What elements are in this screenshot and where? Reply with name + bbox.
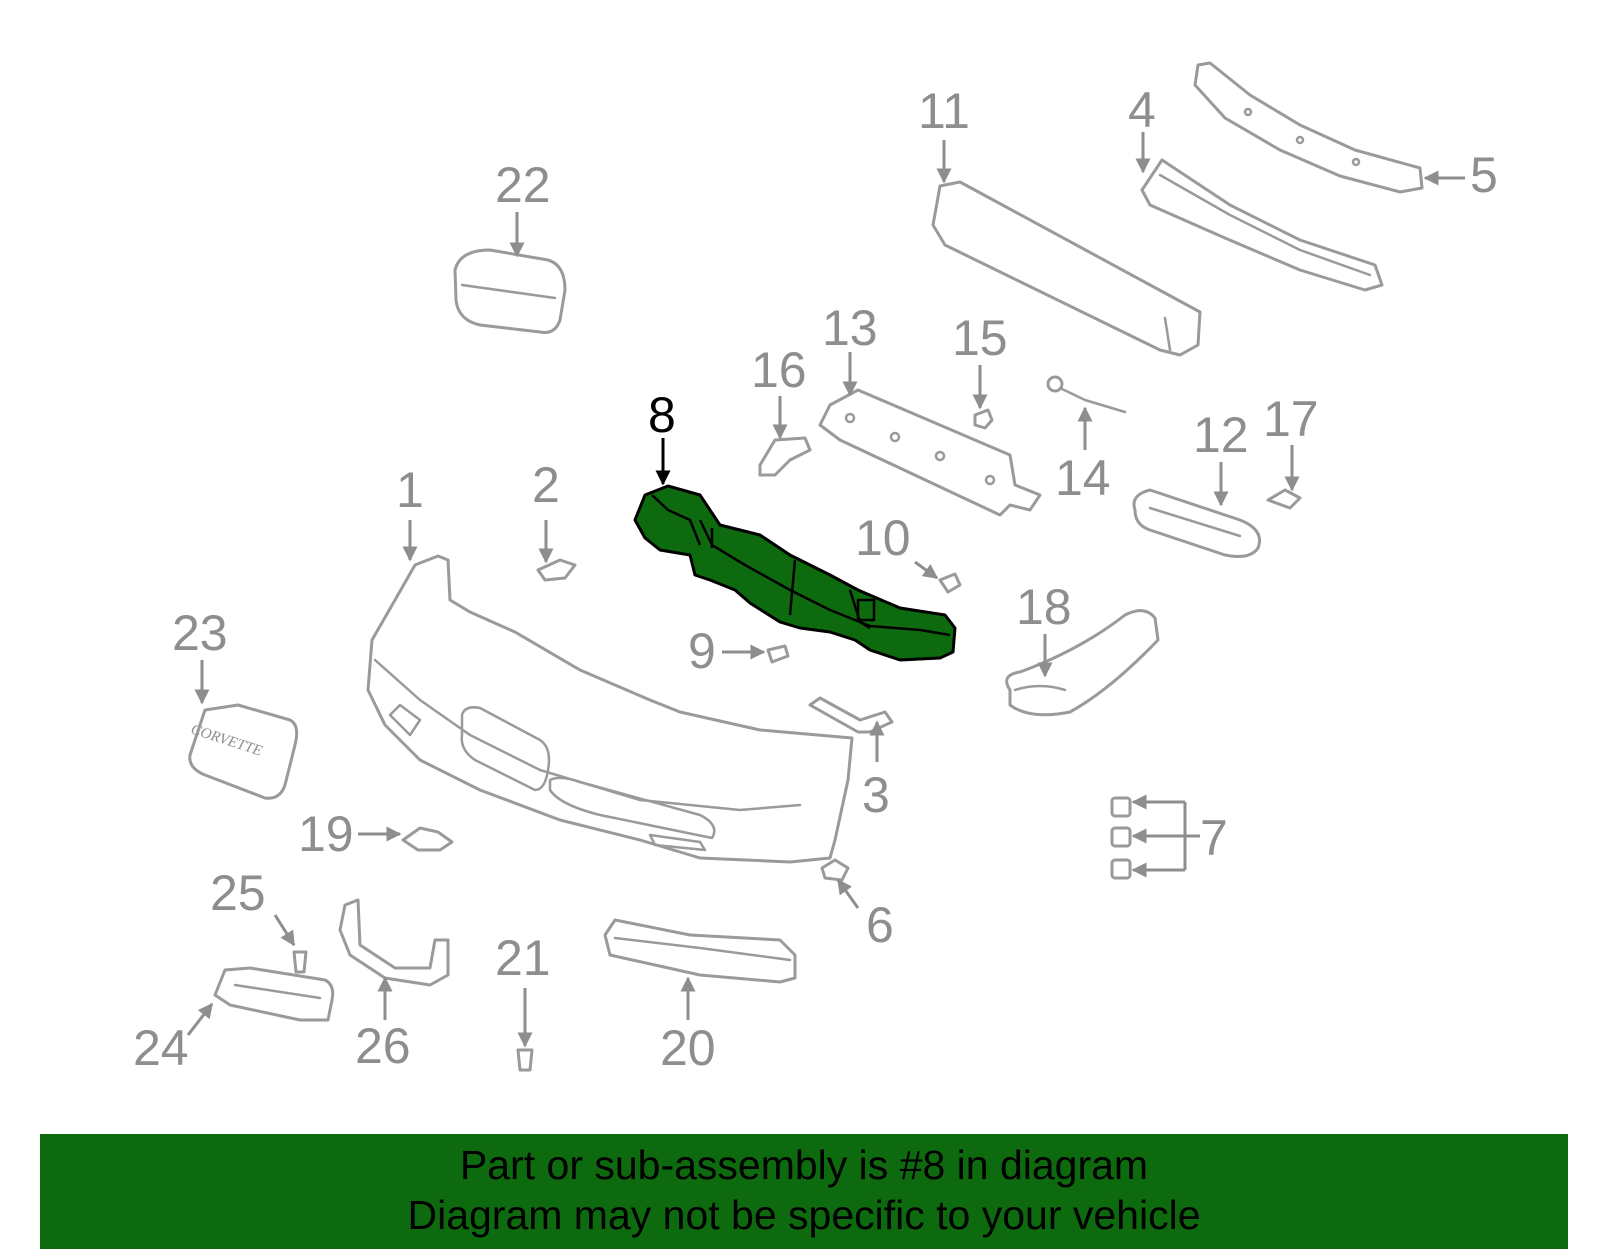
leader-7: [1183, 802, 1200, 870]
part-17-clip[interactable]: [1266, 488, 1302, 510]
callout-5: 5: [1470, 147, 1498, 203]
part-6-clip[interactable]: [820, 858, 850, 882]
leader-6: [836, 878, 860, 909]
part-9-bolt[interactable]: [766, 644, 790, 664]
callout-20: 20: [660, 1020, 716, 1076]
part-22-lamp[interactable]: [453, 248, 567, 334]
info-banner: Part or sub-assembly is #8 in diagram Di…: [40, 1134, 1568, 1249]
part-26-trim[interactable]: [338, 898, 450, 987]
leader-24: [186, 1002, 214, 1036]
callout-14: 14: [1055, 450, 1111, 506]
leader-10: [914, 560, 939, 580]
callout-23: 23: [172, 605, 228, 661]
part-25-screw[interactable]: [292, 950, 308, 974]
part-2-clip[interactable]: [536, 558, 577, 582]
callout-15: 15: [952, 310, 1008, 366]
callout-21: 21: [495, 930, 551, 986]
part-1-fascia[interactable]: [366, 554, 854, 864]
callout-18: 18: [1016, 579, 1072, 635]
part-23-emblem[interactable]: CORVETTE: [188, 703, 299, 800]
callout-24: 24: [133, 1020, 189, 1076]
leader-25: [273, 914, 296, 947]
callout-16: 16: [751, 342, 807, 398]
part-7-nuts[interactable]: [1110, 796, 1132, 880]
callout-11: 11: [918, 83, 970, 139]
part-10-bolt[interactable]: [938, 572, 962, 594]
callout-6: 6: [866, 897, 894, 953]
part-13-bracket[interactable]: [818, 388, 1042, 517]
callout-12: 12: [1193, 407, 1249, 463]
part-8-impact-bar[interactable]: [633, 484, 957, 662]
callout-17: 17: [1263, 391, 1319, 447]
callout-19: 19: [298, 806, 354, 862]
callout-1: 1: [396, 462, 424, 518]
callout-25: 25: [210, 865, 266, 921]
part-3-bracket[interactable]: [808, 696, 894, 734]
callout-22: 22: [495, 157, 551, 213]
part-20-valance[interactable]: [603, 918, 797, 984]
banner-line-2: Diagram may not be specific to your vehi…: [407, 1192, 1201, 1238]
part-24-lamp[interactable]: [213, 966, 335, 1022]
part-21-screw[interactable]: [516, 1048, 534, 1072]
callout-8: 8: [648, 387, 676, 443]
callout-2: 2: [532, 457, 560, 513]
part-12-duct[interactable]: [1132, 488, 1261, 558]
part-4-absorber[interactable]: [1140, 158, 1384, 292]
part-18-duct[interactable]: [1005, 609, 1160, 717]
part-16-clip[interactable]: [758, 436, 812, 477]
part-19-clip[interactable]: [401, 826, 454, 852]
callout-9: 9: [688, 623, 716, 679]
callout-3: 3: [862, 767, 890, 823]
callout-13: 13: [822, 300, 878, 356]
part-5-reinforcement[interactable]: [1193, 61, 1424, 194]
banner-line-1: Part or sub-assembly is #8 in diagram: [459, 1142, 1149, 1188]
callout-10: 10: [855, 510, 911, 566]
part-11-beam[interactable]: [931, 180, 1202, 357]
callout-26: 26: [355, 1018, 411, 1074]
callout-4: 4: [1128, 82, 1156, 138]
callout-7: 7: [1200, 810, 1228, 866]
part-14-cable[interactable]: [1046, 375, 1127, 414]
part-15-clip[interactable]: [973, 408, 994, 430]
